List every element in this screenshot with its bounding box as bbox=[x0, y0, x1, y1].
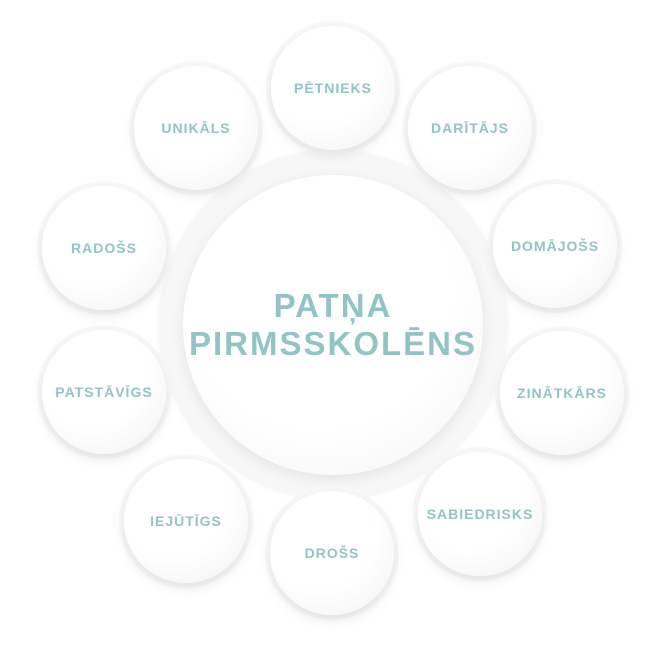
node-sabiedrisks: SABIEDRISKS bbox=[418, 452, 542, 576]
node-label: RADOŠS bbox=[71, 240, 137, 256]
node-label: PĒTNIEKS bbox=[293, 80, 372, 96]
node-iejutigs: IEJŪTĪGS bbox=[124, 459, 248, 583]
node-label: IEJŪTĪGS bbox=[150, 513, 222, 529]
node-label: DARĪTĀJS bbox=[430, 120, 509, 136]
node-unikals: UNIKĀLS bbox=[134, 66, 258, 190]
node-label: DROŠS bbox=[304, 545, 360, 561]
node-domajoss: DOMĀJOŠS bbox=[493, 184, 617, 308]
node-label: PATSTĀVĪGS bbox=[55, 384, 153, 400]
node-patstavigs: PATSTĀVĪGS bbox=[42, 330, 166, 454]
node-radoss: RADOŠS bbox=[42, 186, 166, 310]
center-title-line2: PIRMSSKOLĒNS bbox=[188, 325, 478, 362]
node-daritajs: DARĪTĀJS bbox=[408, 66, 532, 190]
node-label: UNIKĀLS bbox=[161, 120, 231, 136]
node-label: SABIEDRISKS bbox=[426, 506, 534, 522]
node-dross: DROŠS bbox=[270, 491, 394, 615]
node-label: DOMĀJOŠS bbox=[510, 238, 600, 254]
center-circle: PATŅA PIRMSSKOLĒNS bbox=[183, 175, 483, 475]
node-petnieks: PĒTNIEKS bbox=[271, 26, 395, 150]
node-label: ZINĀTKĀRS bbox=[517, 385, 607, 401]
node-zinatkars: ZINĀTKĀRS bbox=[500, 331, 624, 455]
center-title-line1: PATŅA bbox=[273, 287, 393, 324]
